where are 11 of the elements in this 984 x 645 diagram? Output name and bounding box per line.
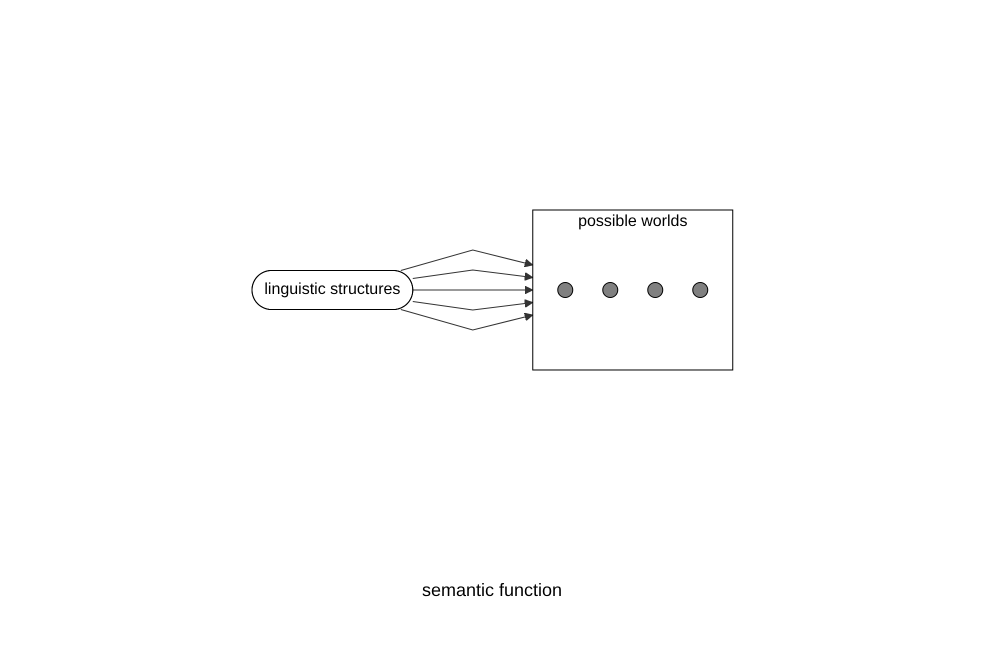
arrow [400, 309, 533, 330]
node-circle [602, 282, 618, 298]
cluster: possible worlds [532, 210, 733, 370]
arrow [412, 286, 533, 294]
annotation-text: semantic function [422, 580, 562, 601]
arrow [412, 270, 533, 281]
arrow [400, 249, 533, 271]
node-circle [692, 282, 708, 298]
node-circle [646, 282, 663, 298]
arrow [412, 299, 533, 310]
node-circle [556, 282, 573, 298]
